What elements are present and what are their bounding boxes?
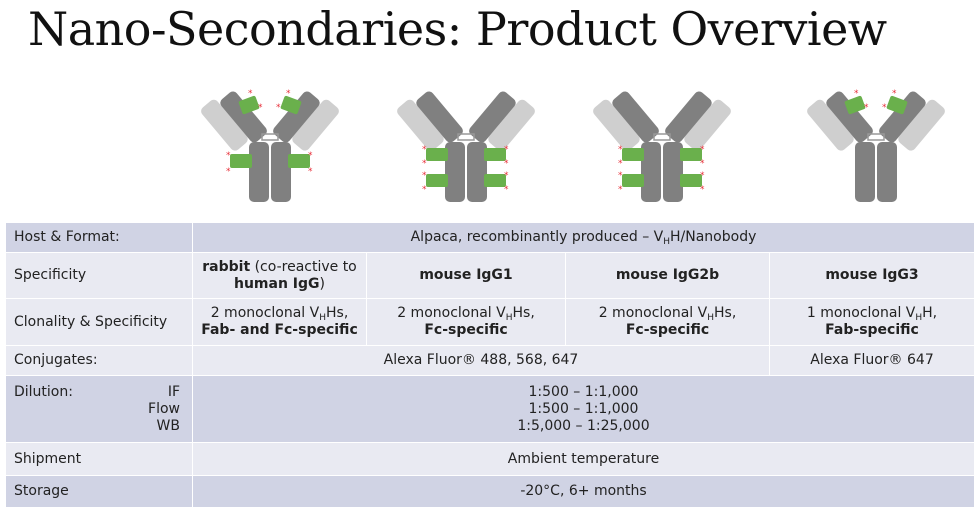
conjugates-a: Alexa Fluor® 488, 568, 647	[192, 345, 770, 376]
clon-igg2b: 2 monoclonal VHHs,Fc-specific	[565, 298, 770, 346]
conjugates-b: Alexa Fluor® 647	[769, 345, 975, 376]
row-label: Specificity	[5, 252, 193, 299]
row-specificity: Specificity rabbit (co-reactive to human…	[5, 252, 975, 299]
row-label: Storage	[5, 475, 193, 508]
antibody-igg3-diagram	[806, 84, 946, 203]
row-storage: Storage -20°C, 6+ months	[5, 475, 975, 508]
row-label: Host & Format:	[5, 222, 193, 253]
row-shipment: Shipment Ambient temperature	[5, 442, 975, 476]
spec-igg3: mouse IgG3	[769, 252, 975, 299]
antibody-rabbit-diagram	[200, 84, 340, 203]
method-if: IF	[167, 383, 180, 400]
row-label: Shipment	[5, 442, 193, 476]
row-clonality: Clonality & Specificity 2 monoclonal VHH…	[5, 298, 975, 346]
spec-rabbit: rabbit (co-reactive to human IgG)	[192, 252, 367, 299]
method-wb: WB	[156, 417, 180, 434]
method-flow: Flow	[148, 400, 180, 417]
row-label: Conjugates:	[5, 345, 193, 376]
row-label: Dilution:	[14, 383, 73, 400]
host-value: Alpaca, recombinantly produced – VHH/Nan…	[192, 222, 975, 253]
shipment-value: Ambient temperature	[192, 442, 975, 476]
product-table: Host & Format: Alpaca, recombinantly pro…	[5, 222, 975, 508]
spec-igg2b: mouse IgG2b	[565, 252, 770, 299]
slide-title: Nano-Secondaries: Product Overview	[28, 2, 887, 56]
antibody-igg2b-diagram	[592, 84, 732, 203]
row-label: Clonality & Specificity	[5, 298, 193, 346]
clon-igg3: 1 monoclonal VHH,Fab-specific	[769, 298, 975, 346]
spec-igg1: mouse IgG1	[366, 252, 566, 299]
storage-value: -20°C, 6+ months	[192, 475, 975, 508]
clon-rabbit: 2 monoclonal VHHs,Fab- and Fc-specific	[192, 298, 367, 346]
antibody-igg1-diagram	[396, 84, 536, 203]
clon-igg1: 2 monoclonal VHHs,Fc-specific	[366, 298, 566, 346]
row-host: Host & Format: Alpaca, recombinantly pro…	[5, 222, 975, 253]
row-conjugates: Conjugates: Alexa Fluor® 488, 568, 647 A…	[5, 345, 975, 376]
